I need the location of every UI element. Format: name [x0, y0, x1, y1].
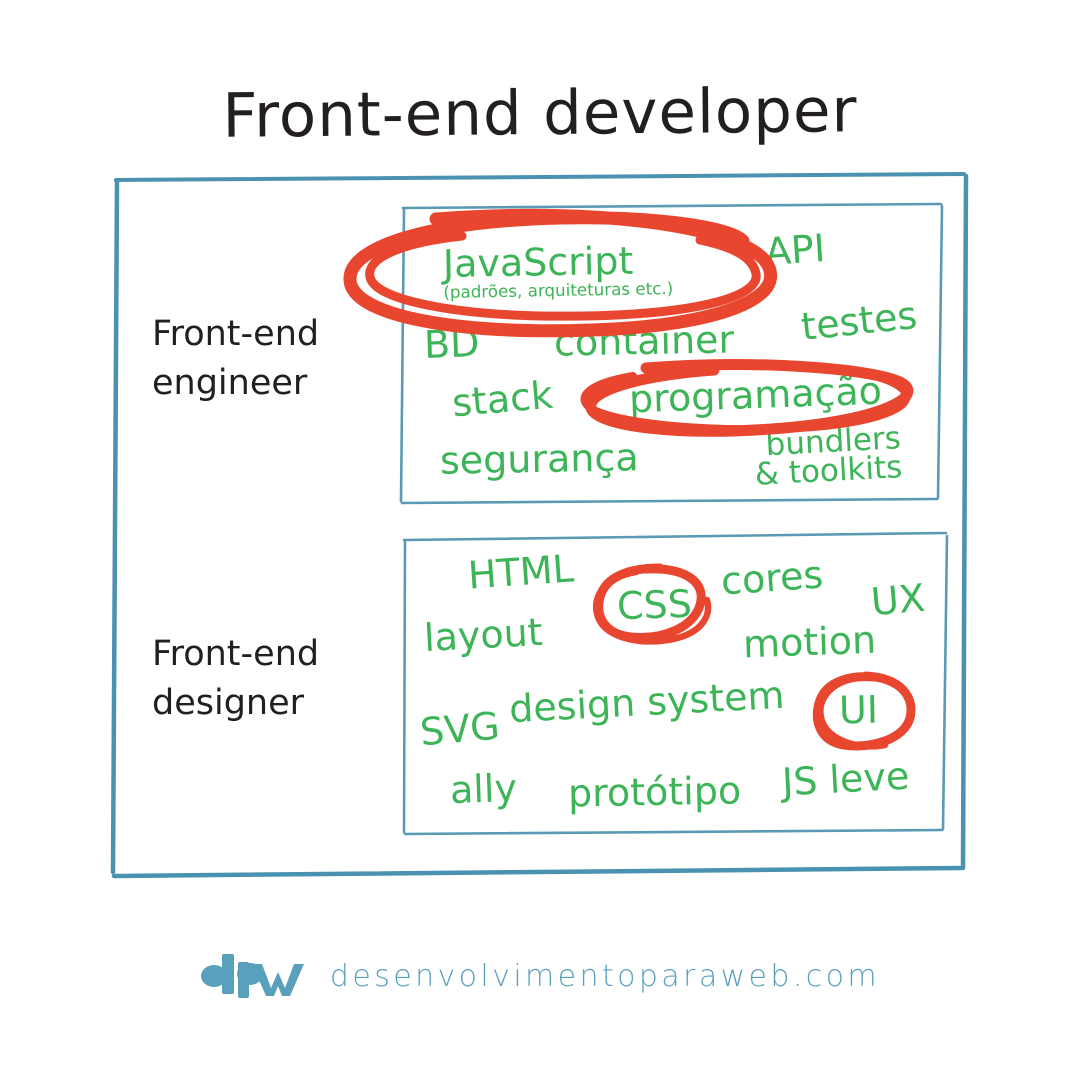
- skill-ui-label: UI: [838, 687, 879, 733]
- skill-programacao: programação: [628, 369, 882, 422]
- role-label-engineer: Front-end engineer: [152, 314, 320, 403]
- skill-programacao-label: programação: [628, 368, 883, 422]
- skill-seguranca-label: segurança: [439, 435, 639, 483]
- skill-testes: testes: [799, 293, 919, 349]
- skill-prototipo: protótipo: [568, 768, 742, 815]
- skill-seguranca: segurança: [440, 435, 639, 482]
- skill-container-label: container: [553, 317, 735, 365]
- skill-a11y: ally: [449, 766, 517, 812]
- skill-motion-label: motion: [742, 617, 877, 667]
- skill-bd-label: BD: [423, 321, 481, 367]
- page-title: Front-end developer: [222, 75, 858, 152]
- skill-svg-label: SVG: [418, 703, 502, 755]
- skill-bundlers-toolkits: bundlers & toolkits: [753, 420, 904, 494]
- skill-bd: BD: [423, 321, 480, 367]
- designer-box-left: [402, 539, 407, 834]
- skill-html: HTML: [467, 546, 576, 597]
- skill-testes-label: testes: [799, 293, 920, 349]
- skill-layout-label: layout: [422, 609, 544, 661]
- outer-frame-bottom: [111, 865, 964, 879]
- skill-stack-label: stack: [450, 372, 555, 426]
- skill-ui: UI: [839, 688, 879, 733]
- engineer-box-top: [401, 202, 943, 210]
- designer-box-right: [941, 534, 949, 831]
- skill-cores-label: cores: [719, 552, 825, 604]
- skill-ux-label: UX: [869, 575, 927, 625]
- skill-a11y-label: ally: [449, 765, 518, 813]
- outer-frame-left: [110, 178, 120, 875]
- skill-javascript-sublabel: (padrões, arquiteturas etc.): [443, 277, 674, 303]
- designer-box-bottom: [403, 828, 944, 836]
- skill-motion: motion: [742, 618, 877, 667]
- skill-toolkits-label: & toolkits: [753, 449, 904, 494]
- outer-frame-right: [960, 173, 969, 871]
- skill-prototipo-label: protótipo: [567, 768, 742, 816]
- skill-api: API: [764, 226, 827, 274]
- skill-design-system: design system: [508, 673, 785, 731]
- engineer-box-bottom: [400, 497, 939, 505]
- skill-container: container: [554, 317, 735, 364]
- role-label-designer: Front-end designer: [152, 634, 320, 723]
- designer-box-top: [402, 531, 948, 542]
- engineer-box-left: [399, 207, 406, 503]
- dpw-logo-icon: [200, 954, 304, 998]
- skill-ux: UX: [869, 576, 926, 625]
- skill-js-leve: JS leve: [781, 754, 910, 805]
- outer-frame-top: [114, 172, 966, 182]
- skill-javascript: JavaScript (padrões, arquiteturas etc.): [442, 238, 673, 302]
- skill-cores: cores: [720, 552, 825, 603]
- skill-design-system-label: design system: [508, 672, 786, 732]
- skill-svg: SVG: [418, 704, 501, 755]
- skill-css-label: CSS: [616, 581, 693, 629]
- engineer-box-right: [936, 204, 944, 500]
- footer: desenvolvimentoparaweb.com: [0, 952, 1080, 1000]
- skill-html-label: HTML: [466, 546, 576, 598]
- skill-js-leve-label: JS leve: [780, 753, 911, 805]
- skill-stack: stack: [450, 373, 554, 426]
- skill-layout: layout: [423, 610, 544, 660]
- skill-css: CSS: [616, 582, 692, 629]
- footer-url-text: desenvolvimentoparaweb.com: [329, 958, 881, 994]
- skill-api-label: API: [763, 225, 827, 275]
